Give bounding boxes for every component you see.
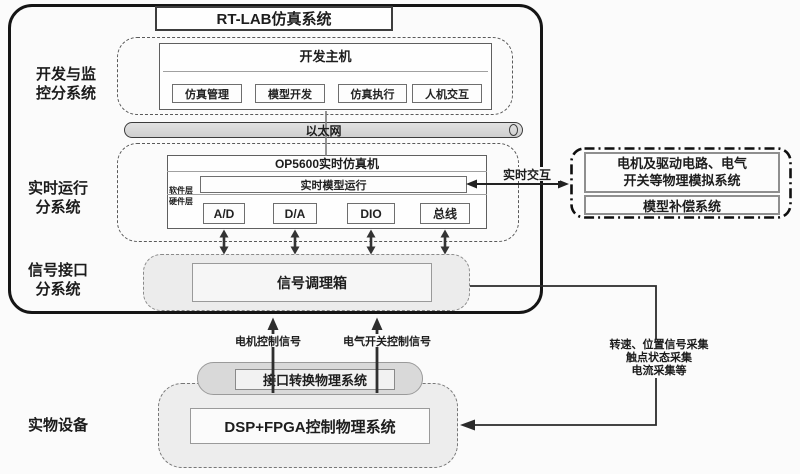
module-sim-manage: 仿真管理 [172,84,242,103]
hw-module-da: D/A [273,203,317,224]
software-layer-label: 软件层 [169,186,193,195]
dev-host-title: 开发主机 [299,48,352,64]
main-system-frame [8,4,543,314]
interface-conversion-box: 接口转换物理系统 [235,369,395,390]
dev-subsystem-frame [117,37,513,115]
subsystem-label-realtime: 实时运行 分系统 [27,180,88,216]
switch-signal-label: 电气开关控制信号 [330,334,444,348]
ethernet-bus [124,122,523,138]
ethernet-label: 以太网 [305,123,342,138]
module-hmi: 人机交互 [412,84,482,103]
signal-conditioning-box: 信号调理箱 [192,263,432,302]
ethernet-end-cap [509,124,518,136]
subsystem-label-signal: 信号接口 分系统 [27,262,88,298]
subsystem-label-device: 实物设备 [27,417,88,434]
hw-module-dio: DIO [347,203,395,224]
page-title: RT-LAB仿真系统 [155,6,393,31]
model-compensation-box: 模型补偿系统 [584,195,780,215]
rt-subsystem-frame [117,143,519,242]
hw-module-bus: 总线 [420,203,470,224]
op5600-layer-divider [167,194,487,195]
rt-interaction-label: 实时交互 [494,167,560,182]
motor-signal-label: 电机控制信号 [223,334,313,348]
collect-signal-label: 转速、位置信号采集 触点状态采集 电流采集等 [588,339,730,378]
op5600-title: OP5600实时仿真机 [274,157,380,171]
physical-sim-main-box: 电机及驱动电路、电气 开关等物理模拟系统 [584,152,780,193]
module-model-dev: 模型开发 [255,84,325,103]
dev-host-divider [163,71,488,72]
hw-module-ad: A/D [203,203,245,224]
subsystem-label-dev: 开发与监 控分系统 [35,66,96,102]
hardware-layer-label: 硬件层 [169,197,193,206]
op5600-title-divider [167,171,487,172]
dsp-fpga-box: DSP+FPGA控制物理系统 [190,408,430,444]
model-run-bar: 实时模型运行 [200,176,467,193]
module-sim-exec: 仿真执行 [338,84,407,103]
